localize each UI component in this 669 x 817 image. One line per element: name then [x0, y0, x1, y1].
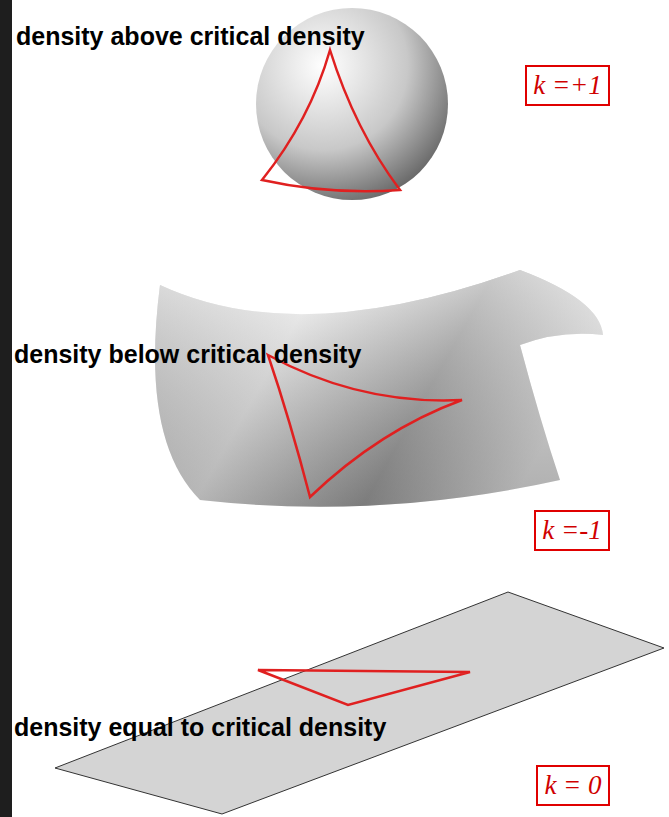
saddle-shading [155, 270, 603, 507]
curvature-box: k =-1 [534, 510, 610, 551]
density-label: density above critical density [16, 22, 365, 51]
hyperbolic-triangle [268, 355, 462, 497]
curvature-value: k = 0 [544, 770, 601, 801]
curvature-value: k =+1 [533, 70, 602, 101]
density-label: density equal to critical density [14, 713, 386, 742]
density-label: density below critical density [14, 340, 361, 369]
curvature-box: k = 0 [536, 765, 610, 806]
spherical-triangle [262, 50, 400, 191]
curvature-box: k =+1 [525, 65, 610, 106]
flat-plane [55, 592, 664, 814]
flat-triangle [258, 670, 470, 705]
ground [12, 0, 669, 817]
saddle-surface [155, 270, 603, 507]
curvature-value: k =-1 [542, 515, 601, 546]
